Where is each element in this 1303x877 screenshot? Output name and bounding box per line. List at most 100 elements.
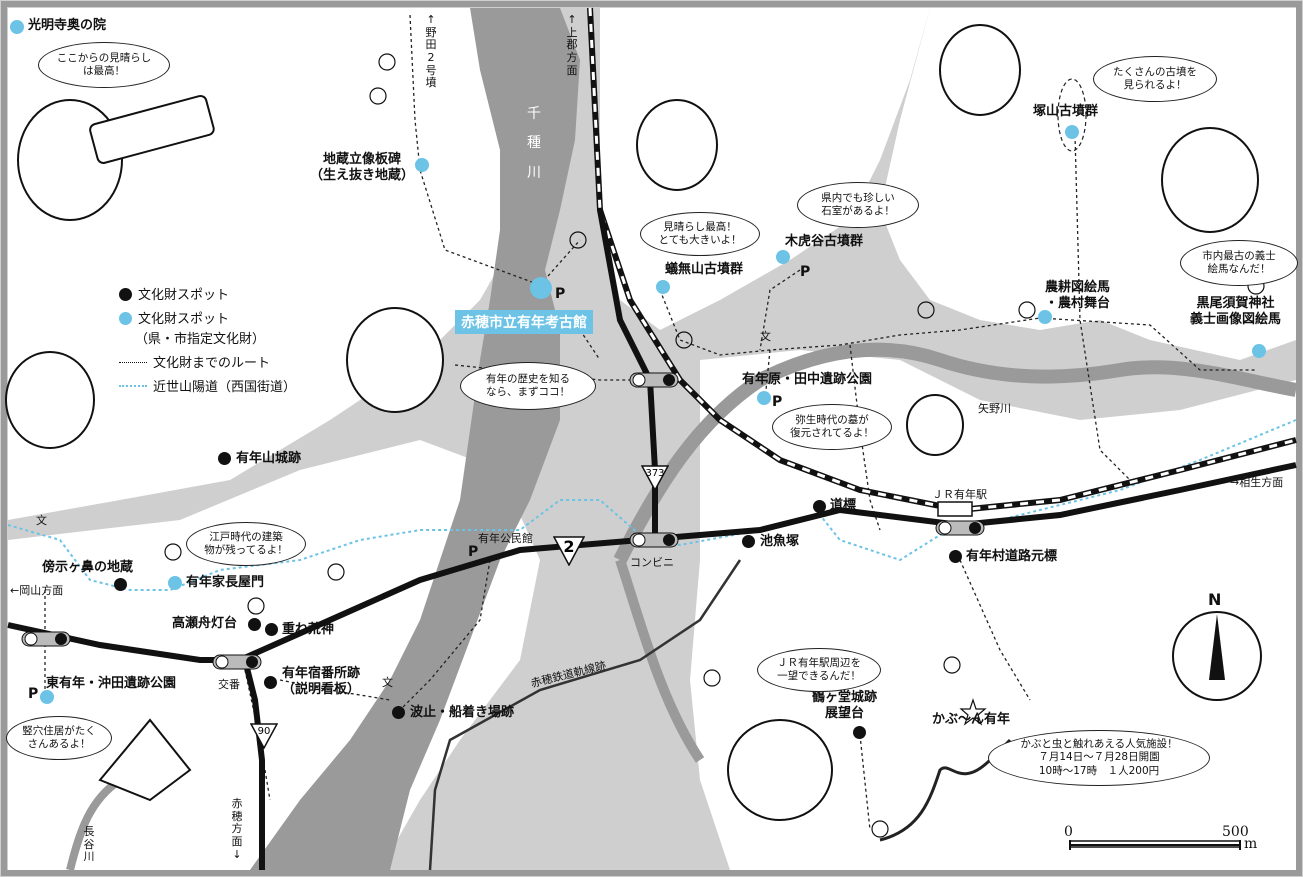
yamashiro-label[interactable]: 有年山城跡 [236,451,302,466]
juku-label[interactable]: 有年宿番所跡（説明看板） [282,666,360,699]
tsurugado-label[interactable]: 鶴ヶ堂城跡展望台 [812,690,877,723]
hatoba-dot[interactable] [392,706,405,719]
legend: 文化財スポット 文化財スポット （県・市指定文化財） 文化財までのルート 近世山… [105,272,323,404]
bubble-pit-house: 竪穴住居がたく さんあるよ！ [6,716,112,760]
route-373-shield: 373 [640,465,670,492]
higashi-aribara-dot[interactable] [40,690,54,704]
jr-station-label: ＪＲ有年駅 [932,488,987,501]
michi-moto-dot[interactable] [949,550,962,563]
museum-label[interactable]: 赤穂市立有年考古館 [455,310,593,334]
tsurugado-2: 展望台 [825,706,865,722]
dohyo-label[interactable]: 道標 [830,498,857,513]
hatoba-label[interactable]: 波止・船着き場跡 [410,705,515,720]
school-symbol-1: 文 [36,514,47,527]
aioi-direction: →相生方面 [1230,476,1284,489]
museum-parking: P [555,286,566,302]
ikeuo-label[interactable]: 池魚塚 [760,534,800,549]
kominkan-label: 有年公民館 [478,532,533,545]
kasanearagami-label[interactable]: 重ね荒神 [282,622,335,637]
legend-blue-spot-1: 文化財スポット [138,312,230,327]
ruins-park-label[interactable]: 有年原・田中遺跡公園 [742,372,873,387]
chikusa-river-label: 千種川 [527,106,541,181]
scale-end: 500 [1222,824,1249,840]
noko-ema-2: ・農村舞台 [1045,296,1111,312]
kabun-road [879,738,1012,842]
kitoradani-dot[interactable] [776,250,790,264]
kabun-label[interactable]: かぶ〜ん有年 [932,712,1011,727]
okayama-direction: ←岡山方面 [10,584,64,597]
takase-toro-label[interactable]: 高瀬舟灯台 [172,616,238,631]
traffic-signals [21,372,985,670]
tsurugado-1: 鶴ヶ堂城跡 [812,690,878,705]
kitoradani-label[interactable]: 木虎谷古墳群 [785,234,864,249]
noko-ema-1: 農耕図絵馬 [1045,280,1111,295]
legend-black-spot: 文化財スポット [138,288,230,303]
michi-moto-label[interactable]: 有年村道路元標 [966,549,1058,564]
mascots [5,24,1259,821]
legend-blue-dot [119,312,132,325]
jizo-itahi-dot[interactable] [415,158,429,172]
yano-river-label: 矢野川 [978,402,1011,415]
kouban-label: 交番 [218,678,240,691]
bubble-view: 見晴らし最高！ とても大きいよ！ [640,212,760,256]
scale-unit: m [1244,836,1258,852]
nagatani-river [66,776,123,871]
kabun-star [959,698,987,726]
kurosuga-label[interactable]: 黒尾須賀神社義士画像図絵馬 [1190,296,1281,329]
nagaya-mon-dot[interactable] [168,576,182,590]
jr-station-icon [937,501,973,517]
nagatani-river-label: 長谷川 [83,825,95,864]
kitoradani-parking: P [800,264,811,280]
komyoji-dot[interactable] [10,20,24,34]
school-symbol-3: 文 [760,330,771,343]
higashi-aribara-label[interactable]: 東有年・沖田遺跡公園 [46,676,177,691]
route-2-label: 2 [563,537,575,556]
kurosuga-dot[interactable] [1252,344,1266,358]
museum-dot[interactable] [530,277,552,299]
tsukayama-label[interactable]: 塚山古墳群 [1033,104,1099,119]
chikusa-river [250,8,580,870]
legend-route: 文化財までのルート [153,356,271,371]
yamashiro-dot[interactable] [218,452,231,465]
komyoji-label[interactable]: 光明寺奥の院 [28,18,107,33]
bubble-oldest: 市内最古の義士 絵馬なんだ！ [1180,240,1298,286]
route-90-shield: 90 [249,723,279,750]
tsukayama-dot[interactable] [1065,125,1079,139]
scale-start: 0 [1064,824,1073,840]
nashimusan-label[interactable]: 蟻無山古墳群 [665,262,744,277]
school-symbol-2: 文 [382,676,393,689]
symbols [164,53,1265,838]
conveni-label: コンビニ [630,556,674,569]
legend-black-dot [119,288,132,301]
bubble-stone-room: 県内でも珍しい 石室があるよ！ [797,182,919,228]
route-373-label: 373 [645,468,665,479]
jizo-itahi-1: 地蔵立像板碑 [323,152,402,167]
legend-sanyodo-line [119,385,147,387]
higashi-aribara-parking: P [28,686,39,702]
nashimusan-dot[interactable] [656,280,670,294]
kamigori-direction: ↑上郡方面 [566,13,578,77]
noko-ema-label[interactable]: 農耕図絵馬・農村舞台 [1045,280,1110,313]
dohyo-dot[interactable] [813,500,826,513]
bubble-tsukayama: たくさんの古墳を 見られるよ！ [1093,56,1217,102]
route-2-shield: 2 [552,536,586,567]
bojika-jizo-dot[interactable] [114,578,127,591]
ikeuo-dot[interactable] [742,535,755,548]
takase-toro-dot[interactable] [248,618,261,631]
route-90-label: 90 [257,726,271,737]
bubble-kabun: かぶと虫と触れあえる人気施設！ ７月14日～７月28日開園 10時～17時 １人… [988,730,1210,786]
juku-2: （説明看板） [282,682,361,698]
ako-railway-trail [428,559,742,871]
noko-ema-dot[interactable] [1038,310,1052,324]
juku-1: 有年宿番所跡 [282,666,361,681]
kasanearagami-dot[interactable] [265,623,278,636]
jizo-itahi-label[interactable]: 地蔵立像板碑（生え抜き地蔵） [310,152,414,185]
bojika-jizo-label[interactable]: 傍示ヶ鼻の地蔵 [42,560,134,575]
juku-dot[interactable] [264,676,277,689]
nagaya-mon-label[interactable]: 有年家長屋門 [186,575,265,590]
tsurugado-dot[interactable] [853,726,866,739]
bubble-jr-view: ＪＲ有年駅周辺を 一望できるんだ！ [757,648,881,692]
ruins-park-dot[interactable] [757,391,771,405]
jizo-itahi-2: （生え抜き地蔵） [310,168,415,184]
